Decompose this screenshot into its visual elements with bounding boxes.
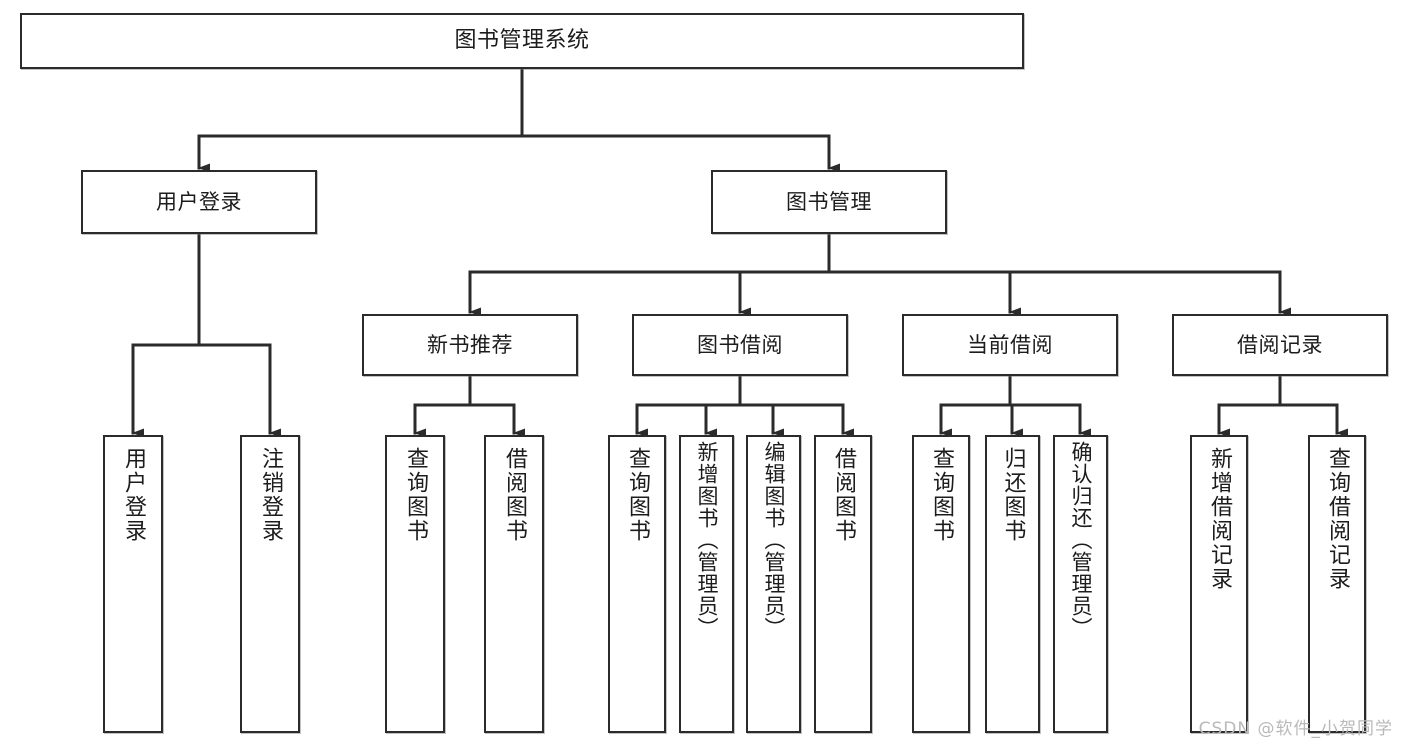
node-record-query-record: 查询借阅记录 bbox=[1308, 435, 1366, 733]
node-label: 编辑图书（管理员） bbox=[762, 441, 786, 639]
node-borrow-borrow-book: 借阅图书 bbox=[814, 435, 872, 733]
node-label: 图书借阅 bbox=[697, 332, 783, 357]
node-current-borrow: 当前借阅 bbox=[902, 314, 1118, 376]
node-borrow-add-book: 新增图书（管理员） bbox=[679, 435, 734, 733]
node-user-logout-leaf: 注销登录 bbox=[240, 435, 300, 733]
node-label: 确认归还（管理员） bbox=[1069, 441, 1093, 639]
node-new-book-recommend: 新书推荐 bbox=[362, 314, 578, 376]
node-label: 借阅图书 bbox=[831, 447, 856, 543]
node-label: 借阅图书 bbox=[502, 447, 527, 543]
node-label: 查询图书 bbox=[929, 447, 954, 543]
node-current-query-book: 查询图书 bbox=[912, 435, 970, 733]
node-label: 查询图书 bbox=[625, 447, 650, 543]
node-recommend-borrow-book: 借阅图书 bbox=[484, 435, 544, 733]
node-current-return-book: 归还图书 bbox=[985, 435, 1040, 733]
node-root: 图书管理系统 bbox=[20, 13, 1024, 69]
node-label: 新增借阅记录 bbox=[1207, 447, 1232, 591]
node-record-add-record: 新增借阅记录 bbox=[1190, 435, 1248, 733]
node-borrow-record: 借阅记录 bbox=[1172, 314, 1388, 376]
node-user-login: 用户登录 bbox=[81, 170, 317, 234]
node-label: 当前借阅 bbox=[967, 332, 1053, 357]
node-book-borrow: 图书借阅 bbox=[632, 314, 848, 376]
node-label: 图书管理系统 bbox=[454, 28, 590, 54]
node-label: 用户登录 bbox=[156, 189, 242, 214]
node-recommend-query-book: 查询图书 bbox=[385, 435, 445, 733]
node-label: 图书管理 bbox=[786, 189, 872, 214]
node-label: 新增图书（管理员） bbox=[695, 441, 719, 639]
node-book-manage: 图书管理 bbox=[711, 170, 947, 234]
node-user-login-leaf: 用户登录 bbox=[103, 435, 163, 733]
node-label: 新书推荐 bbox=[427, 332, 513, 357]
node-label: 借阅记录 bbox=[1237, 332, 1323, 357]
node-borrow-query-book: 查询图书 bbox=[608, 435, 666, 733]
node-borrow-edit-book: 编辑图书（管理员） bbox=[746, 435, 801, 733]
csdn-watermark: CSDN @软件_小贺同学 bbox=[1198, 719, 1393, 739]
node-label: 查询图书 bbox=[403, 447, 428, 543]
node-label: 用户登录 bbox=[121, 447, 146, 543]
node-label: 注销登录 bbox=[258, 447, 283, 543]
node-label: 查询借阅记录 bbox=[1325, 447, 1350, 591]
node-current-confirm-return: 确认归还（管理员） bbox=[1053, 435, 1108, 733]
node-label: 归还图书 bbox=[1000, 447, 1026, 543]
